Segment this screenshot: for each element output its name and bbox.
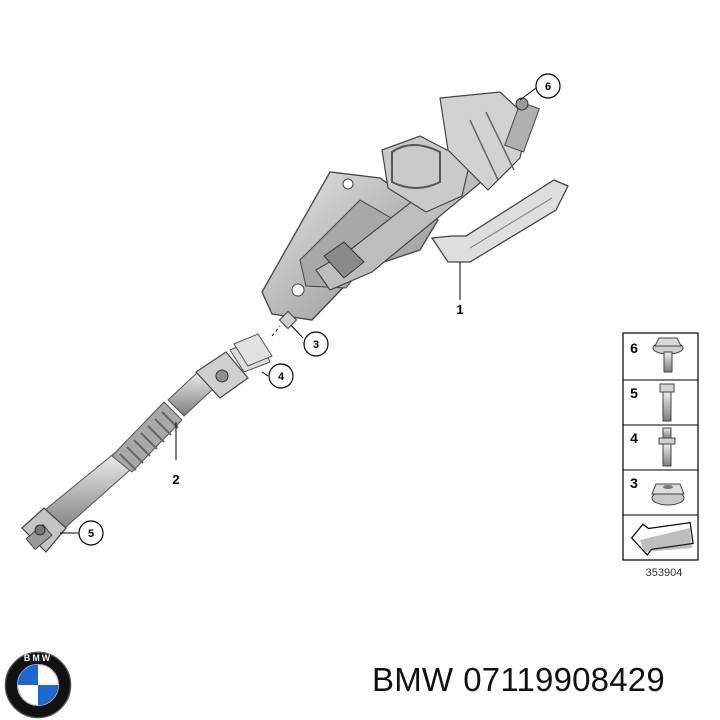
callout-3: 3: [303, 331, 329, 357]
stud-bolt-icon: [658, 427, 676, 467]
legend-number-3: 3: [630, 475, 638, 491]
callout-4: 4: [268, 363, 294, 389]
legend-number-4: 4: [630, 430, 638, 446]
legend-number-5: 5: [630, 385, 638, 401]
callout-2: 2: [172, 472, 179, 487]
callout-1-label: 1: [456, 302, 463, 317]
callout-1: 1: [456, 302, 463, 317]
diagram-id: 353904: [646, 567, 683, 579]
clamp-bracket: [233, 333, 273, 367]
upper-column-housing: [381, 91, 540, 213]
long-bolt-icon: [659, 383, 675, 422]
parts-legend: 6 5 4 3: [622, 332, 699, 579]
leader-line-4: [261, 371, 269, 377]
legend-row-6: 6: [630, 337, 684, 373]
brand-name: BMW: [372, 661, 454, 698]
part-number: 07119908429: [463, 661, 665, 698]
callout-6-label: 6: [545, 81, 551, 93]
leader-lines: [60, 87, 537, 534]
callout-3-label: 3: [313, 339, 319, 351]
legend-row-5: 5: [630, 383, 675, 422]
dashed-guide: [271, 325, 281, 337]
callout-6: 6: [535, 73, 561, 99]
intermediate-shaft: [39, 371, 215, 535]
fastener-3-illustration: [278, 310, 298, 330]
lower-universal-joint: [21, 507, 67, 553]
steering-column-illustration: [21, 91, 569, 553]
flange-nut-icon: [651, 483, 685, 506]
svg-text:BMW: BMW: [24, 653, 52, 663]
legend-row-4: 4: [630, 427, 676, 467]
flange-bolt-icon: [652, 337, 684, 373]
legend-row-3: 3: [630, 475, 685, 506]
callout-2-label: 2: [172, 472, 179, 487]
callout-5: 5: [78, 520, 104, 546]
callout-4-label: 4: [278, 371, 285, 383]
legend-number-6: 6: [630, 340, 638, 356]
leader-line-6: [519, 87, 537, 101]
direction-arrow-icon: [630, 521, 694, 556]
bmw-logo: BMW: [4, 651, 72, 719]
adjustment-lever: [430, 179, 569, 263]
callout-5-label: 5: [88, 528, 94, 540]
